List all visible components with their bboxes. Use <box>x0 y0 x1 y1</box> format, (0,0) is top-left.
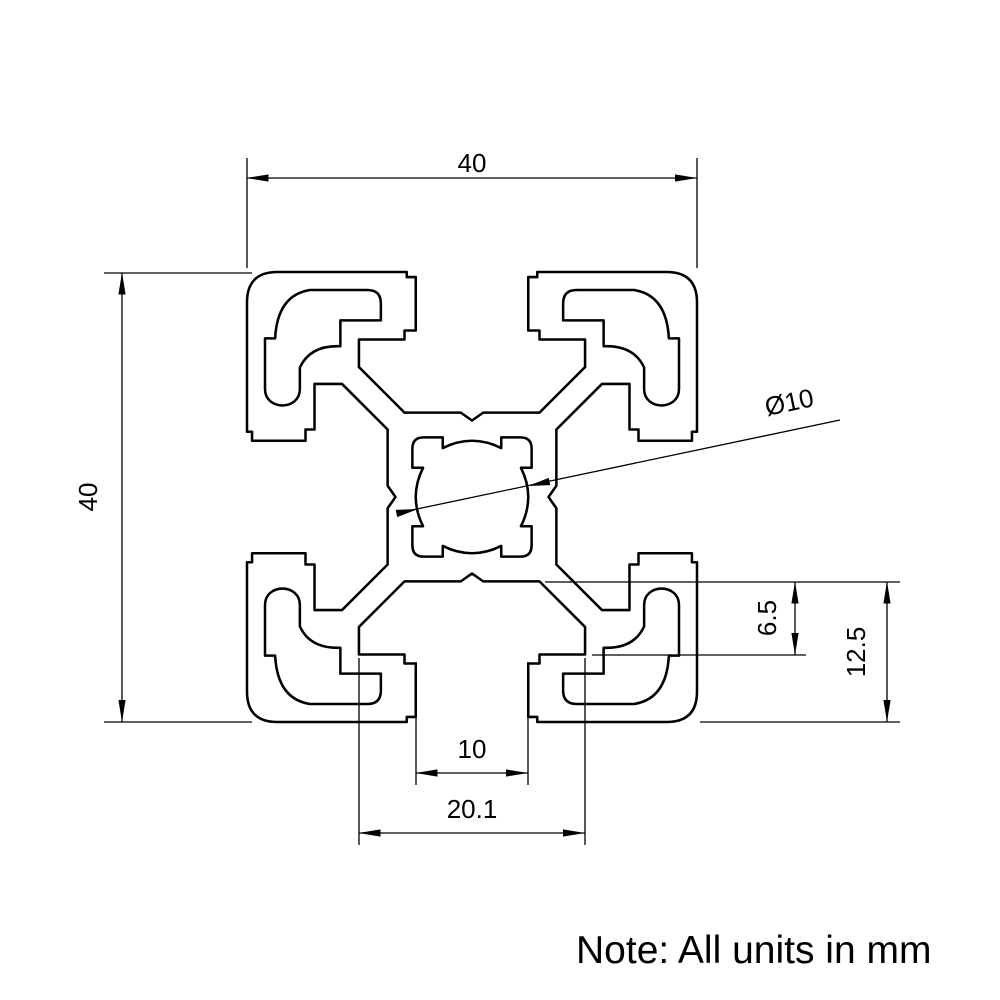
diameter-leader-line <box>397 419 841 514</box>
dim-text-slot-inner-height: 6.5 <box>752 600 782 636</box>
dim-text-slot-depth: 12.5 <box>841 627 871 678</box>
dim-text-overall-height: 40 <box>73 483 103 512</box>
dim-text-slot-cavity-width: 20.1 <box>447 794 498 824</box>
profile-outer-contour <box>245 270 699 724</box>
dim-text-overall-width: 40 <box>458 148 487 178</box>
corner-cavity-bottom-left <box>263 587 383 706</box>
dim-text-slot-opening: 10 <box>458 734 487 764</box>
note-text: Note: All units in mm <box>576 929 931 972</box>
corner-cavity-top-left <box>263 288 383 407</box>
corner-cavity-bottom-right <box>561 587 681 706</box>
diameter-arrow-right <box>528 477 551 486</box>
diameter-arrow-left <box>395 509 418 518</box>
corner-cavity-top-right <box>561 288 681 407</box>
center-bore <box>411 436 533 558</box>
